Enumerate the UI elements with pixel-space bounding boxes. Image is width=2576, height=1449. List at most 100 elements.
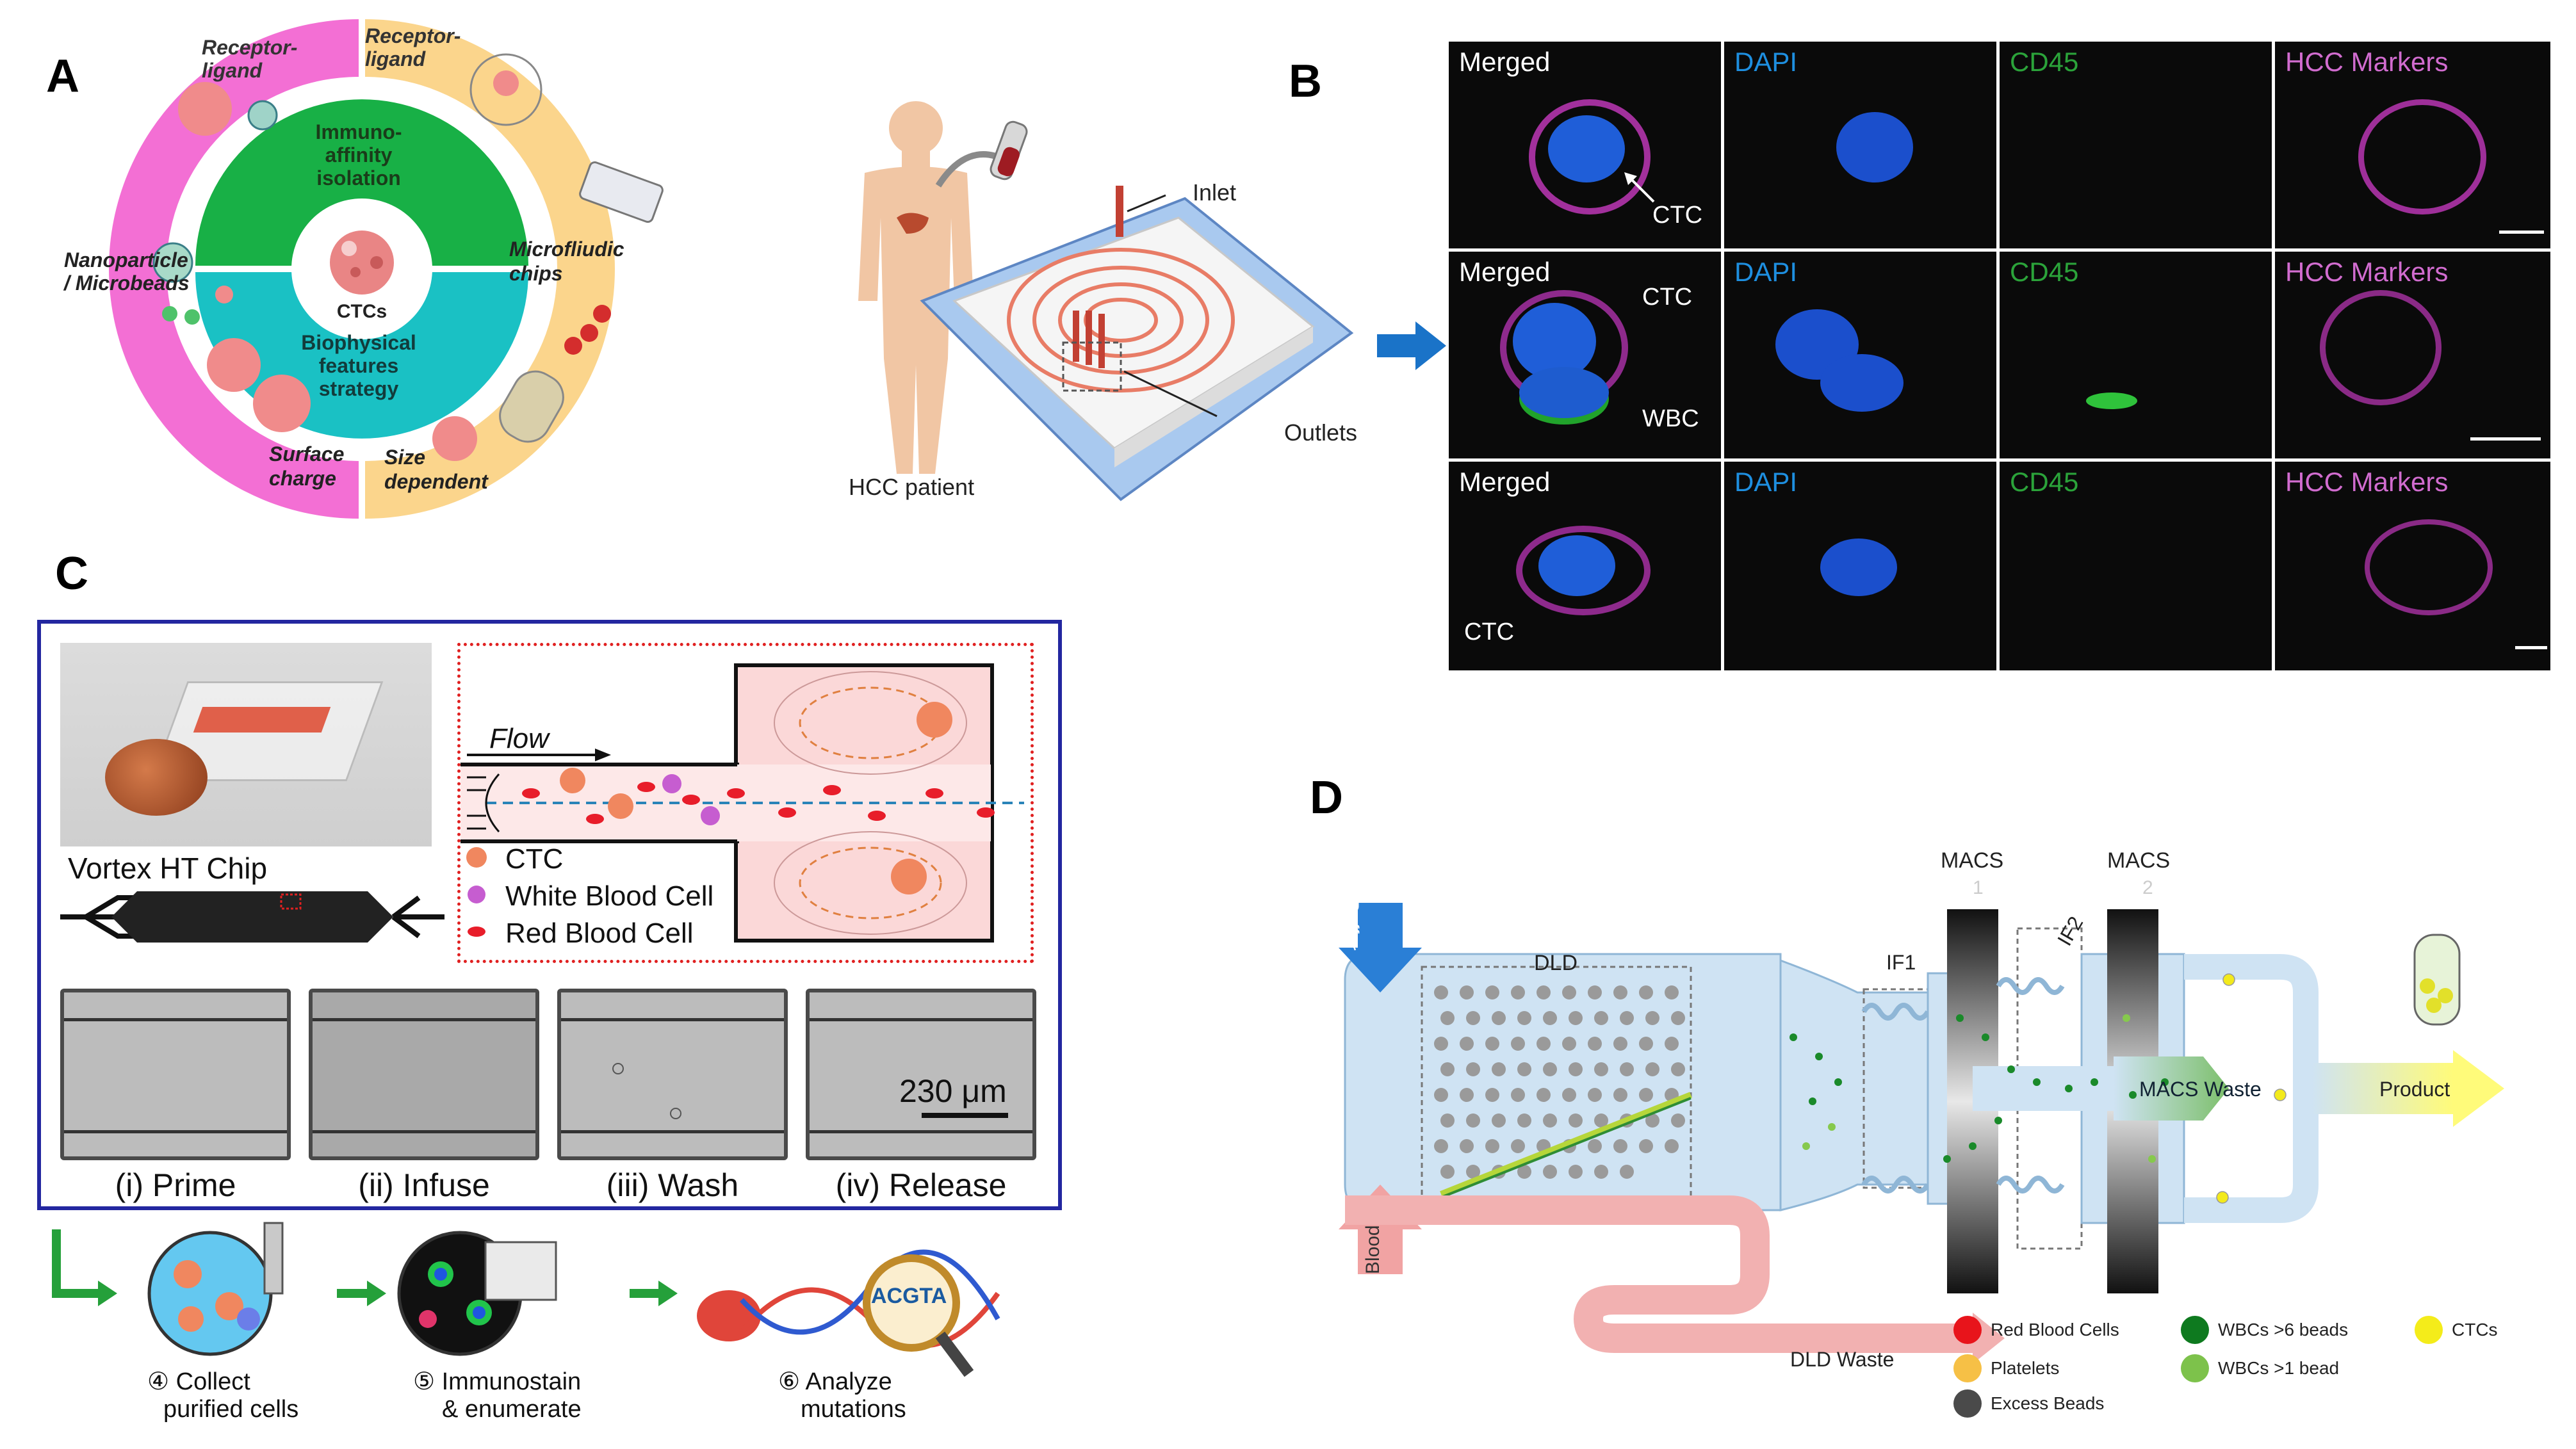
step-prime: (i) Prime [115, 1167, 236, 1203]
panel-label-c: C [55, 548, 88, 599]
panel-label-b: B [1289, 56, 1322, 107]
chip-name: Vortex HT Chip [68, 852, 268, 885]
ctc-dot-icon [2415, 1316, 2443, 1344]
row3-merged: Merged CTC [1449, 462, 1721, 670]
note-ctc-2: CTC [1642, 284, 1693, 311]
bf-wash [557, 989, 788, 1160]
zoom-box: Flow CTC White Blood Cell Red Blood Cell [457, 643, 1034, 963]
note-ctc-3: CTC [1464, 619, 1515, 645]
collect-cells-icon [147, 1231, 273, 1356]
blue-arrow-icon [1377, 321, 1446, 370]
label-macs2-num: 2 [2142, 877, 2153, 898]
liver-icon [897, 213, 929, 234]
immunoaffinity-segment [195, 99, 528, 266]
label-surface-charge: Surface charge [269, 442, 345, 490]
panel-label-a: A [46, 51, 79, 102]
center-ctc-icon [330, 231, 394, 295]
platelet-dot-icon [1953, 1354, 1982, 1382]
ctc-isolation-wheel [109, 19, 664, 519]
row1-hcc: HCC Markers [2275, 42, 2550, 248]
patient-chip-illustration [858, 101, 1354, 501]
dld-chip-diagram [1339, 903, 2504, 1364]
label-ctcs: CTCs [336, 301, 387, 322]
legend-wbc-6: WBCs >6 beads [2181, 1316, 2348, 1344]
label-biophysical: Biophysical features strategy [301, 331, 416, 400]
penny-icon [105, 739, 208, 816]
row3-cd45: CD45 [2000, 462, 2272, 670]
scale-label: 230 μm [899, 1073, 1007, 1109]
label-nanoparticle: Nanoparticle / Microbeads [64, 248, 190, 295]
label-macs1-num: 1 [1973, 877, 1984, 898]
dna-letters: ACGTA [871, 1284, 947, 1308]
row2-hcc: HCC Markers [2275, 252, 2550, 458]
row3-hcc: HCC Markers [2275, 462, 2550, 670]
label-microfluidic: Microfliudic chips [509, 238, 624, 285]
bead-dot-icon [1953, 1389, 1982, 1418]
legend-rbc-d: Red Blood Cells [1953, 1316, 2119, 1344]
label-macs1: MACS [1941, 848, 2004, 873]
row3-dapi: DAPI [1724, 462, 1996, 670]
bf-prime [60, 989, 291, 1160]
wbc6-dot-icon [2181, 1316, 2209, 1344]
legend-wbc: White Blood Cell [505, 880, 714, 912]
label-receptor-ligand-right: Receptor- ligand [365, 24, 461, 70]
workflow-step5-line1: ⑤ Immunostain [413, 1368, 582, 1395]
label-flow: Flow [489, 723, 549, 754]
rbc-dot-icon [1953, 1316, 1982, 1344]
label-dld-waste: DLD Waste [1790, 1348, 1895, 1371]
row2-dapi: DAPI [1724, 252, 1996, 458]
legend-ctc: CTC [505, 843, 564, 875]
label-hcc-patient: HCC patient [849, 474, 975, 500]
label-macs2: MACS [2107, 848, 2171, 873]
workflow-step6-line2: mutations [801, 1396, 906, 1423]
label-size-dependent: Size dependent [384, 446, 488, 493]
legend-platelets: Platelets [1953, 1354, 2059, 1382]
panel-c-frame: Vortex HT Chip [37, 620, 1062, 1210]
wbc1-dot-icon [2181, 1354, 2209, 1382]
note-ctc: CTC [1652, 202, 1703, 229]
label-immunoaffinity: Immuno- affinity isolation [315, 120, 402, 190]
workflow-illustration [52, 1222, 1000, 1377]
legend-wbc-1: WBCs >1 bead [2181, 1354, 2339, 1382]
fluorescence-grid: Merged CTC DAPI CD45 HCC Markers Merged … [1449, 42, 2550, 670]
yellow-items-icon [432, 53, 664, 461]
scale-bar [922, 1113, 1008, 1118]
human-figure-icon [858, 101, 974, 474]
workflow-step4-line2: purified cells [163, 1396, 299, 1423]
label-outlets: Outlets [1284, 419, 1358, 446]
magnifier-icon [863, 1254, 960, 1352]
buffer-arrow-icon [1339, 903, 1422, 992]
row1-dapi: DAPI [1724, 42, 1996, 248]
row1-merged: Merged CTC [1449, 42, 1721, 248]
legend-excess-beads: Excess Beads [1953, 1389, 2104, 1418]
label-blood: Blood [1362, 1225, 1383, 1274]
row2-cd45: CD45 [2000, 252, 2272, 458]
workflow-step5-line2: & enumerate [442, 1396, 582, 1423]
chip-schematic-icon [60, 891, 444, 943]
workflow-step6-line1: ⑥ Analyze [778, 1368, 892, 1395]
analyze-mutations-icon [697, 1290, 761, 1341]
chip-photo [60, 643, 432, 846]
post-array-icon [1434, 985, 1685, 1179]
pink-ring [109, 19, 359, 519]
label-dld: DLD [1534, 951, 1578, 975]
row2-merged: Merged CTC WBC [1449, 252, 1721, 458]
step-infuse: (ii) Infuse [358, 1167, 490, 1203]
step-release: (iv) Release [835, 1167, 1007, 1203]
label-product: Product [2379, 1078, 2450, 1101]
label-buffer: Buffer [1341, 900, 1362, 951]
label-inlet: Inlet [1193, 179, 1237, 206]
label-receptor-ligand-left: Receptor- ligand [202, 36, 298, 82]
step-wash: (iii) Wash [606, 1167, 739, 1203]
pink-cells-icon [152, 82, 311, 432]
panel-label-d: D [1310, 772, 1343, 823]
spiral-channel-icon [1007, 248, 1235, 393]
bf-infuse [309, 989, 539, 1160]
row1-cd45: CD45 [2000, 42, 2272, 248]
label-macs-waste: MACS Waste [2139, 1078, 2262, 1101]
label-if1: IF1 [1886, 951, 1916, 974]
note-wbc: WBC [1642, 405, 1699, 432]
legend-rbc: Red Blood Cell [505, 918, 694, 949]
bf-release: 230 μm [806, 989, 1036, 1160]
legend-ctcs: CTCs [2415, 1316, 2498, 1344]
